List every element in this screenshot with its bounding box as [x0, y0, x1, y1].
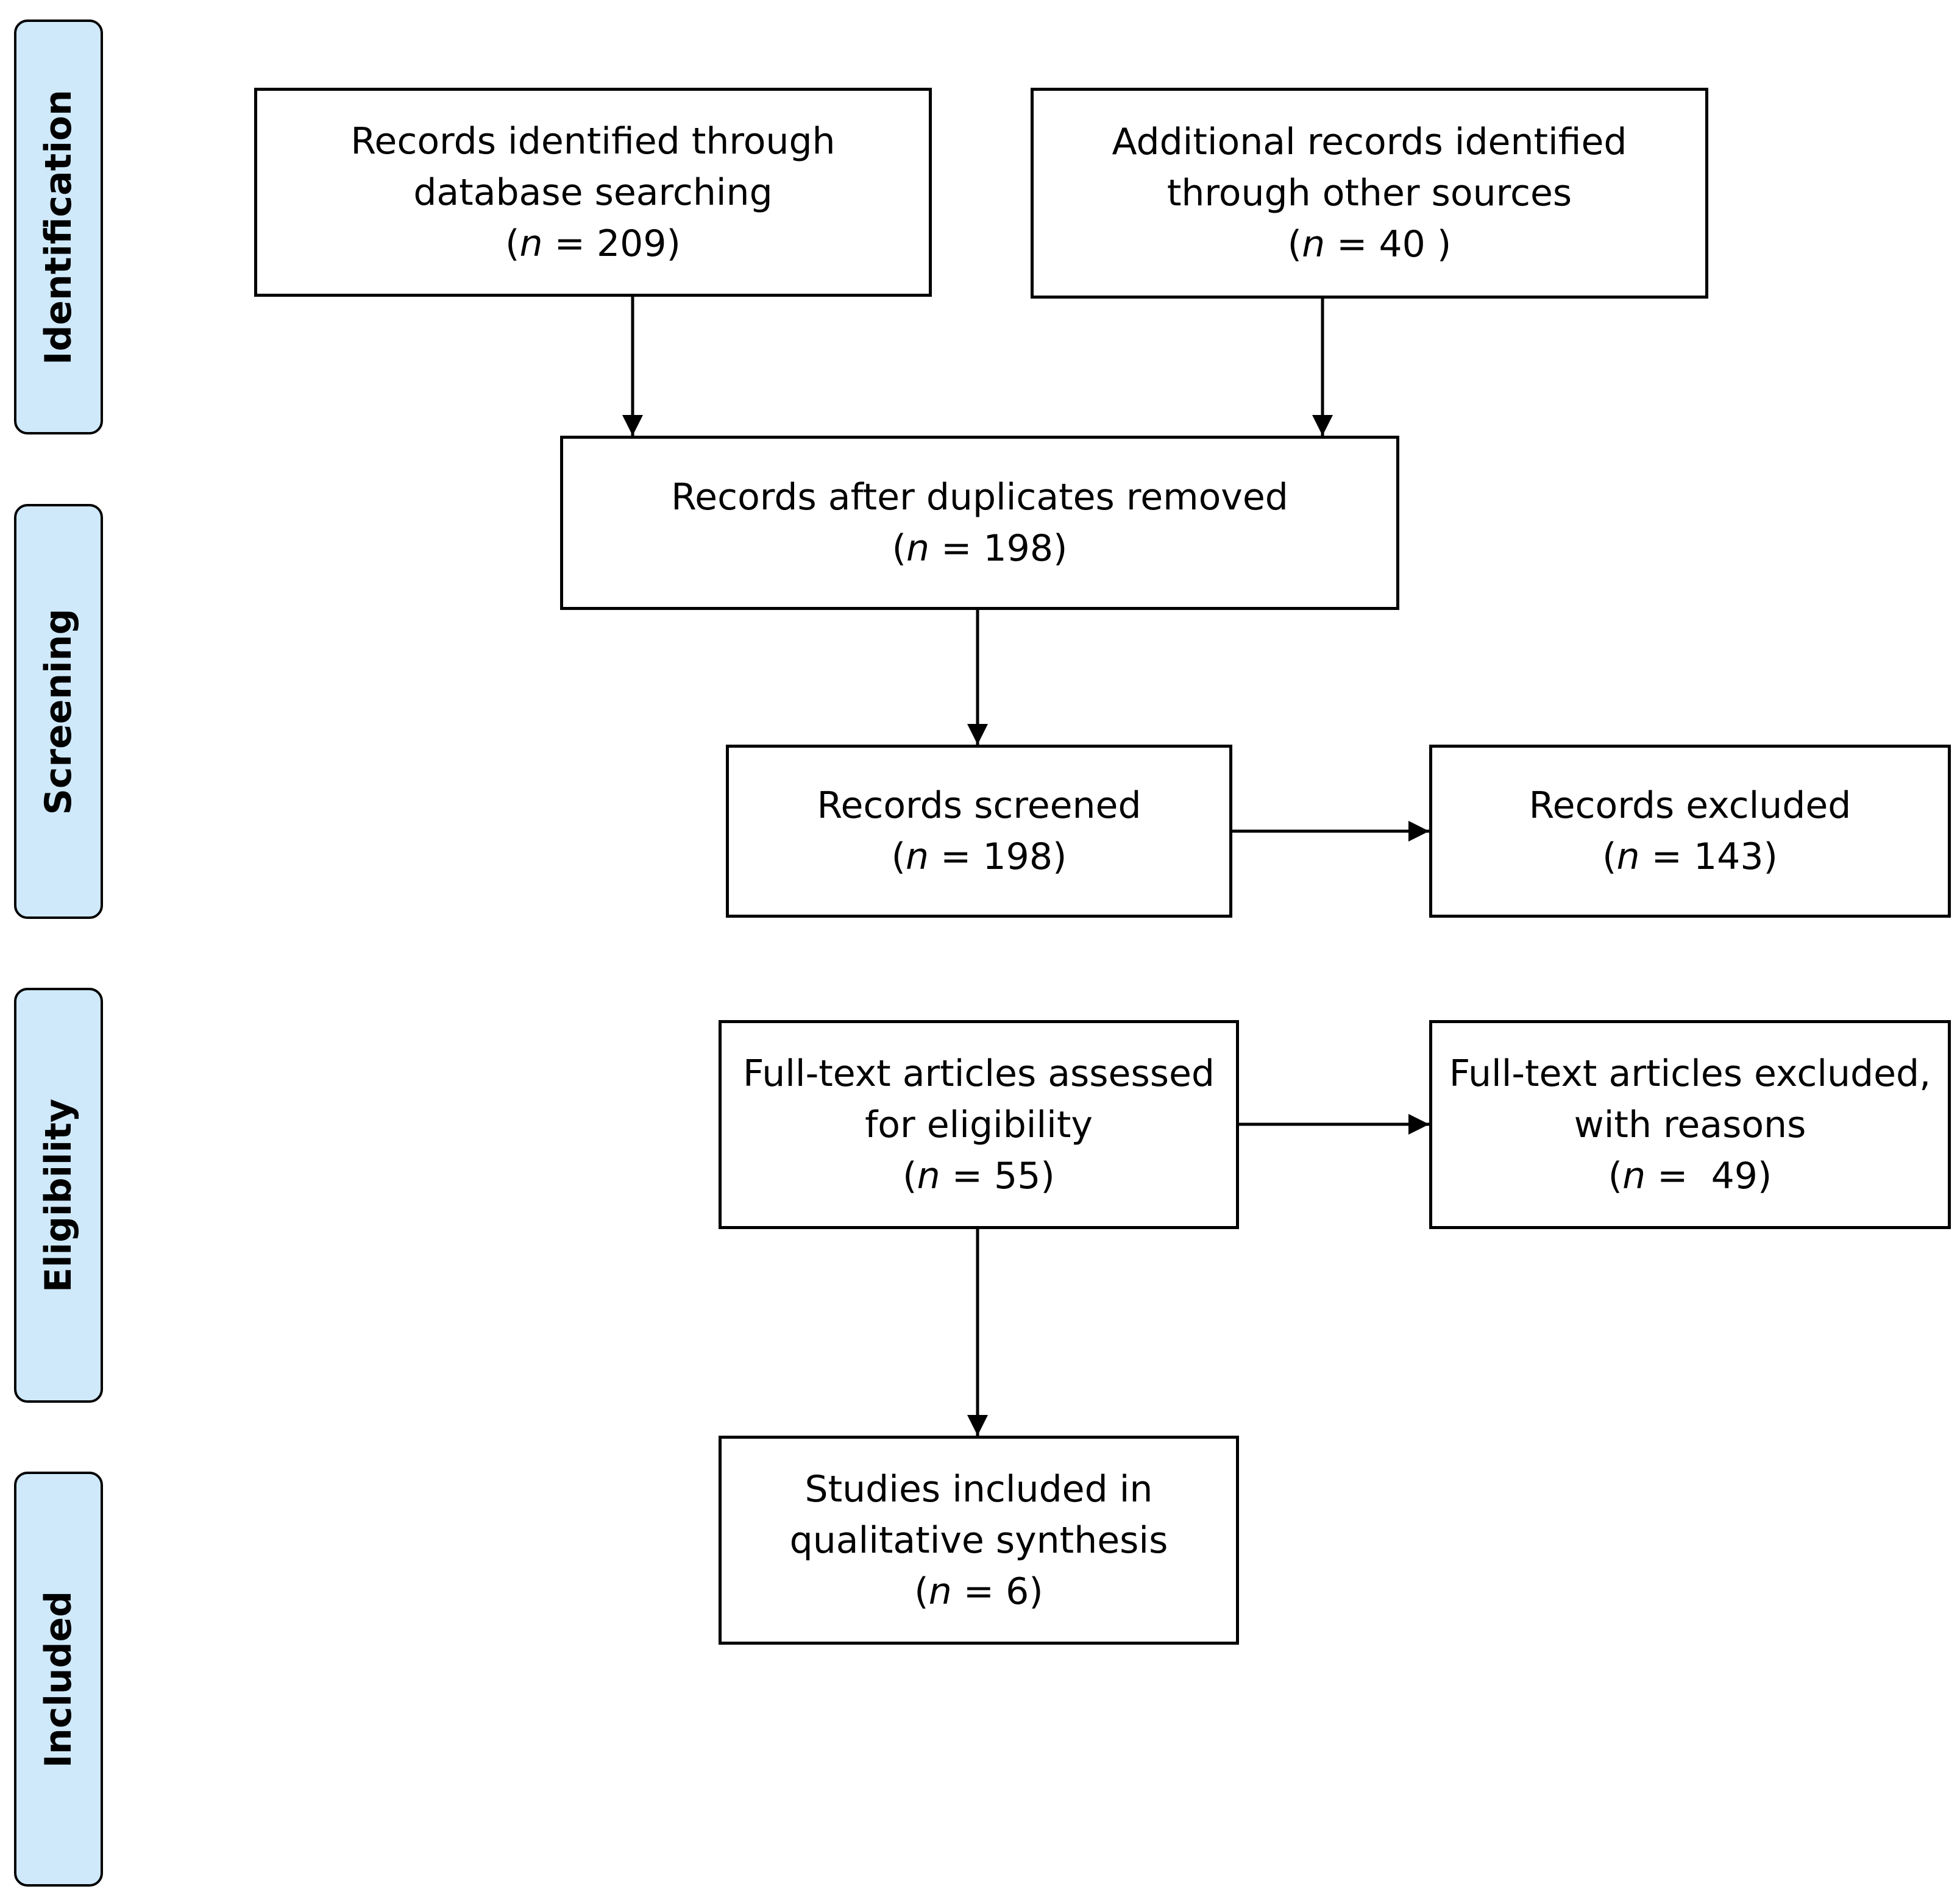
box-line: Records after duplicates removed	[671, 476, 1288, 519]
box-count: (n = 40 )	[1287, 223, 1452, 266]
box-line: Full-text articles excluded,	[1449, 1052, 1931, 1095]
box-count: (n = 198)	[892, 527, 1068, 570]
box-records-excluded: Records excluded (n = 143)	[1429, 745, 1951, 918]
box-count: (n = 198)	[891, 835, 1067, 878]
box-line: through other sources	[1166, 172, 1572, 214]
phase-included: Included	[14, 1472, 103, 1887]
box-count: (n = 6)	[914, 1570, 1043, 1613]
box-line: Additional records identified	[1112, 121, 1627, 163]
box-fulltext-excluded: Full-text articles excluded, with reason…	[1429, 1020, 1951, 1229]
box-line: database searching	[413, 171, 773, 214]
box-duplicates-removed: Records after duplicates removed (n = 19…	[560, 436, 1399, 610]
box-count: (n = 143)	[1602, 835, 1778, 878]
box-line: with reasons	[1574, 1103, 1806, 1146]
phase-eligibility: Eligibility	[14, 988, 103, 1403]
box-line: Full-text articles assessed	[743, 1052, 1215, 1095]
box-database-searching: Records identified through database sear…	[254, 88, 932, 297]
box-count: (n = 209)	[505, 222, 681, 265]
phase-identification: Identification	[14, 19, 103, 434]
box-records-screened: Records screened (n = 198)	[726, 745, 1232, 918]
box-studies-included: Studies included in qualitative synthesi…	[719, 1436, 1239, 1645]
box-line: qualitative synthesis	[789, 1519, 1168, 1562]
box-count: (n = 49)	[1608, 1154, 1772, 1197]
box-other-sources: Additional records identified through ot…	[1031, 88, 1708, 299]
box-count: (n = 55)	[903, 1154, 1055, 1197]
box-line: for eligibility	[865, 1103, 1093, 1146]
box-line: Records excluded	[1529, 784, 1852, 827]
box-line: Records identified through	[350, 119, 836, 163]
box-fulltext-assessed: Full-text articles assessed for eligibil…	[719, 1020, 1239, 1229]
box-line: Records screened	[817, 784, 1142, 827]
phase-screening: Screening	[14, 504, 103, 919]
box-line: Studies included in	[804, 1467, 1153, 1511]
